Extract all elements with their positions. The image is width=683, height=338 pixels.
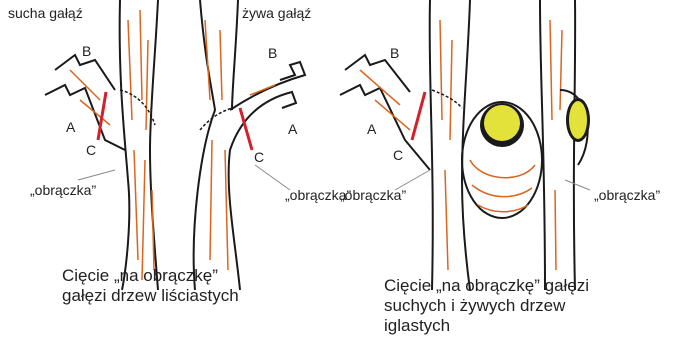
caption-coniferous: Cięcie „na obrączkę” gałęzi suchych i ży… — [384, 276, 589, 336]
label-a-middle: A — [288, 122, 297, 136]
right-cut-line — [412, 92, 425, 140]
label-a-left: A — [66, 120, 75, 134]
caption-deciduous-line1: Cięcie „na obrączkę” — [62, 266, 239, 286]
label-dry-branch: sucha gałąź — [8, 6, 83, 20]
caption-deciduous-line2: gałęzi drzew liściastych — [62, 286, 239, 306]
label-ring-left: „obrączka” — [30, 183, 96, 197]
caption-coniferous-line3: iglastych — [384, 316, 589, 336]
left-dry-branch — [45, 55, 155, 150]
left-tree-trunk — [120, 0, 158, 290]
label-c-right: C — [393, 148, 403, 162]
right-stub-middle — [462, 102, 542, 218]
label-b-right: B — [390, 46, 399, 60]
caption-coniferous-line1: Cięcie „na obrączkę” gałęzi — [384, 276, 589, 296]
label-ring-right-1: „obrączka” — [340, 188, 406, 202]
label-live-branch: żywa gałąź — [242, 6, 311, 20]
wound-side — [569, 101, 587, 139]
caption-deciduous: Cięcie „na obrączkę” gałęzi drzew liścia… — [62, 266, 239, 306]
label-c-middle: C — [254, 150, 264, 164]
left-live-branch — [194, 0, 305, 290]
caption-coniferous-line2: suchych i żywych drzew — [384, 296, 589, 316]
wound-middle — [484, 105, 520, 141]
label-c-left: C — [86, 143, 96, 157]
label-b-left: B — [82, 44, 91, 58]
label-ring-right-2: „obrączka” — [594, 188, 660, 202]
label-b-middle: B — [268, 46, 277, 60]
label-a-right: A — [367, 122, 376, 136]
